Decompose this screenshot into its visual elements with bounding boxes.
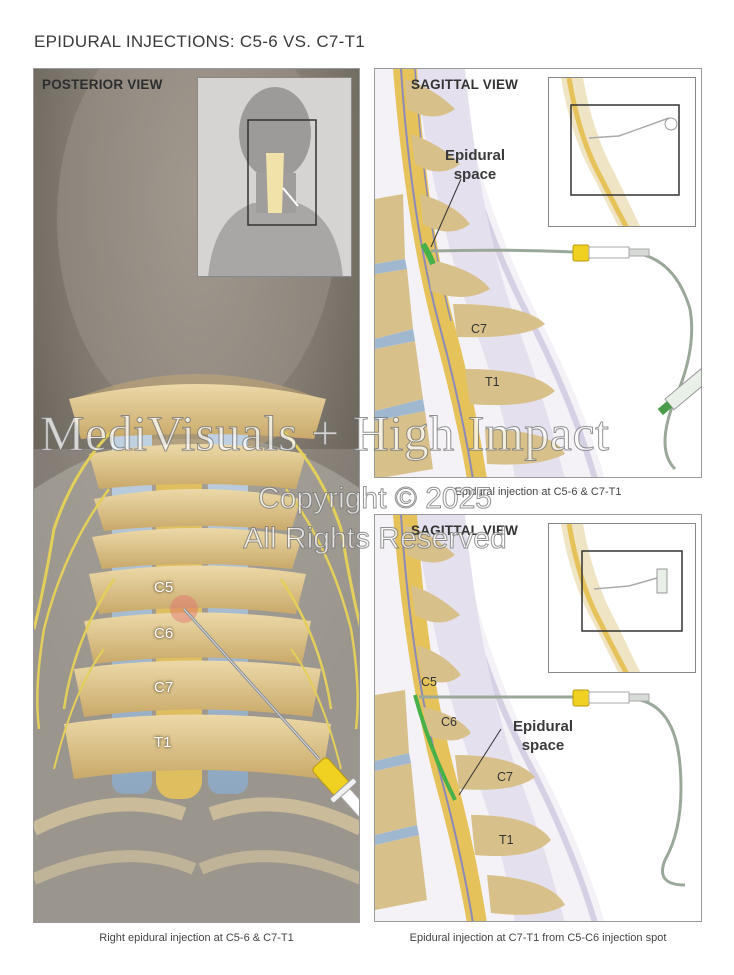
spine-overview-inset [549,524,695,672]
spine-overview-inset [549,78,695,226]
epidural-space-annotation-top: Epidural space [435,146,515,184]
watermark-rights: All Rights Reserved [243,522,507,556]
posterior-caption: Right epidural injection at C5-6 & C7-T1 [99,932,294,944]
posterior-vertebra-label: C6 [154,625,174,642]
sagittal-bottom-inset [548,523,696,673]
page-title: EPIDURAL INJECTIONS: C5-6 VS. C7-T1 [34,32,366,51]
sagittal-bottom-label: SAGITTAL VIEW [411,523,519,538]
sagittal-top-inset [548,77,696,227]
annotation-line: Epidural [512,718,573,735]
sagittal-bottom-vertebra-label: C5 [421,675,437,689]
head-back-silhouette [198,78,351,276]
posterior-illustration [34,69,359,922]
annotation-line: space [521,737,565,754]
sagittal-top-label: SAGITTAL VIEW [411,77,519,92]
watermark-copyright: Copyright © 2025 [258,482,493,516]
posterior-vertebra-label: C5 [154,579,174,596]
posterior-vertebra-label: T1 [154,734,172,751]
annotation-line: space [453,166,497,183]
sagittal-bottom-vertebra-label: C7 [497,770,513,784]
posterior-vertebra-label: C7 [154,679,174,696]
posterior-inset-thumbnail [197,77,352,277]
sagittal-view-top-panel: SAGITTAL VIEW Epidural space C7 T1 [374,68,702,478]
sagittal-top-caption: Epidural injection at C5-6 & C7-T1 [454,486,622,498]
annotation-line: Epidural [444,147,505,164]
sagittal-bottom-caption: Epidural injection at C7-T1 from C5-C6 i… [409,932,667,944]
sagittal-top-vertebra-label: C7 [471,322,487,336]
sagittal-top-vertebra-label: T1 [485,375,500,389]
sagittal-bottom-vertebra-label: C6 [441,715,457,729]
sagittal-top-illustration [375,69,701,477]
posterior-view-label: POSTERIOR VIEW [42,77,163,92]
epidural-space-annotation-bottom: Epidural space [503,717,583,755]
posterior-view-panel: POSTERIOR VIEW C5 C6 C7 T1 [33,68,360,923]
sagittal-bottom-vertebra-label: T1 [499,833,514,847]
sagittal-view-bottom-panel: SAGITTAL VIEW Epidural space C5 C6 C7 T1 [374,514,702,922]
watermark-brand: MediVisuals + High Impact [40,405,610,462]
